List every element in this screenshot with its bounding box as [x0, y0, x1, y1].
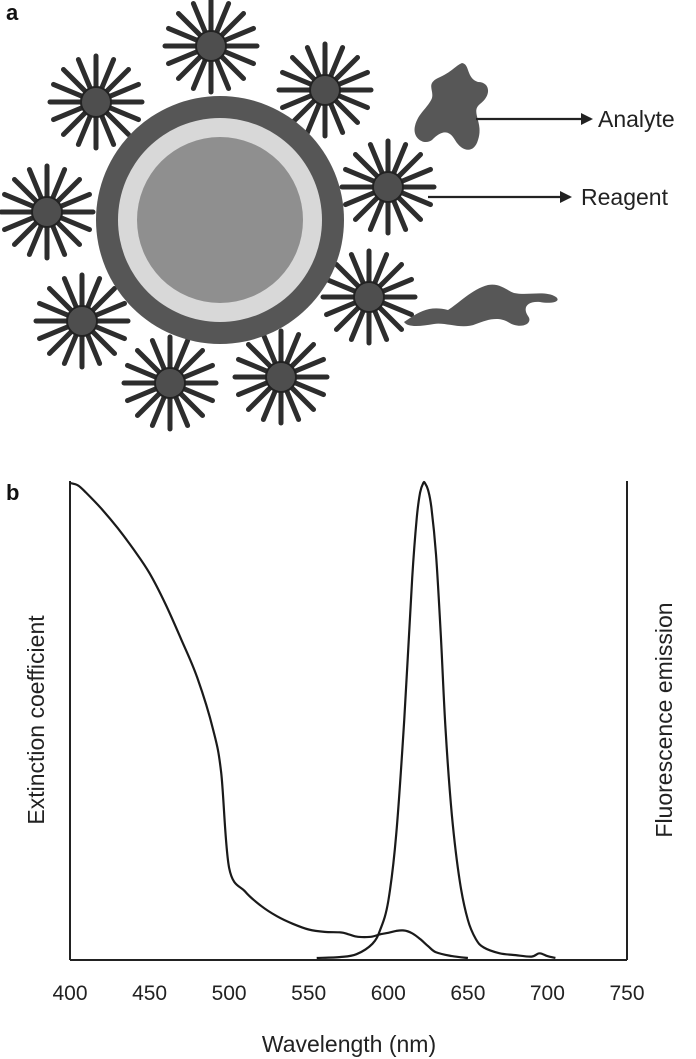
reagent-label: Reagent: [581, 184, 669, 210]
analyte-blob-top: [414, 63, 489, 150]
x-tick-label: 450: [132, 982, 167, 1005]
panel-a-nanoparticle-diagram: a Analyte Reagent: [1, 0, 675, 429]
x-tick-label: 750: [609, 982, 644, 1005]
x-tick-label: 550: [291, 982, 326, 1005]
reagent-molecule-2: [50, 56, 142, 148]
analyte-blob-bottom: [404, 284, 558, 327]
reagent-molecule-7: [323, 251, 415, 343]
nanoparticle: [96, 96, 344, 344]
x-tick-label: 700: [530, 982, 565, 1005]
panel-a-label: a: [6, 0, 19, 25]
nanoparticle-core: [137, 137, 303, 303]
panel-b-label: b: [6, 480, 19, 505]
x-tick-label: 500: [212, 982, 247, 1005]
reagent-molecule-8: [124, 337, 216, 429]
y-axis-label-right: Fluorescence emission: [651, 602, 677, 837]
analyte-label: Analyte: [598, 106, 675, 132]
fluorescence-emission-line: [316, 480, 556, 960]
x-tick-label: 600: [371, 982, 406, 1005]
reagent-molecule-6: [36, 275, 128, 367]
reagent-molecule-5: [342, 141, 434, 233]
x-tick-labels: 400 450 500 550 600 650 700 750: [52, 982, 644, 1005]
reagent-molecule-9: [235, 331, 327, 423]
y-axis-label-left: Extinction coefficient: [23, 615, 49, 825]
reagent-molecule-1: [165, 0, 257, 92]
series-layer: [69, 480, 556, 960]
x-axis-label: Wavelength (nm): [262, 1031, 436, 1057]
x-tick-label: 650: [450, 982, 485, 1005]
x-tick-label: 400: [52, 982, 87, 1005]
panel-b-spectra-chart: b 400 450 500 550 600 650 700 750 Wavelength (n…: [6, 480, 677, 1057]
reagent-molecule-4: [1, 166, 93, 258]
extinction-spectrum-line: [69, 481, 469, 960]
